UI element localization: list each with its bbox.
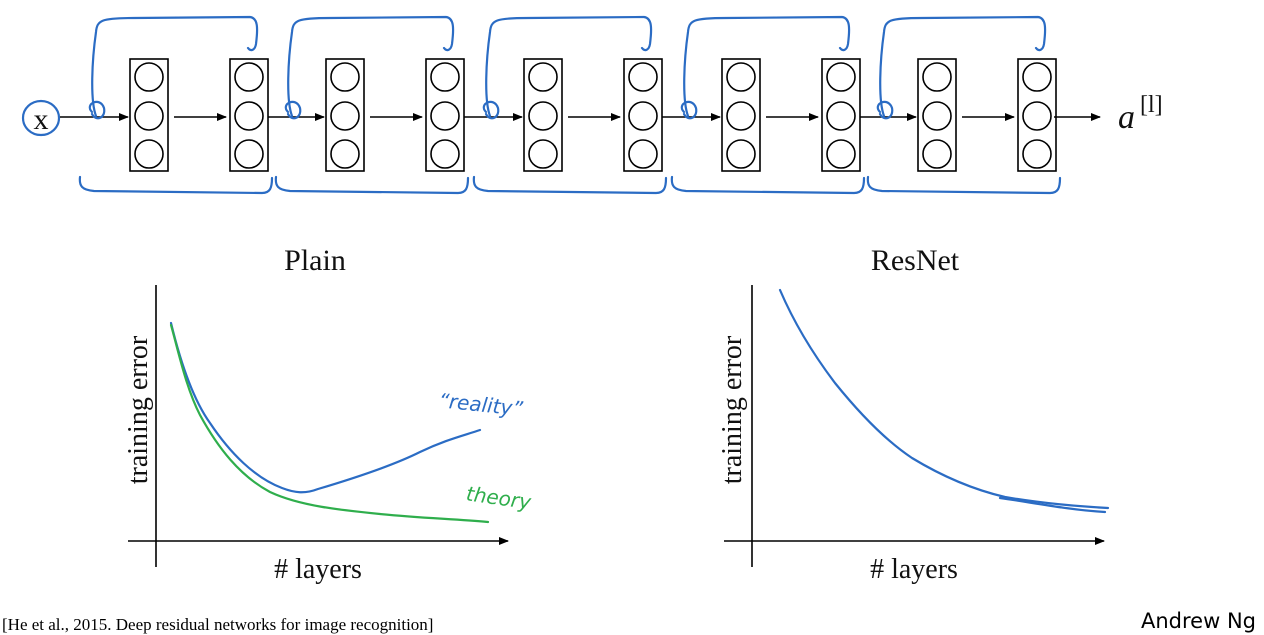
block-4-layer-a-neuron-3 <box>726 139 756 169</box>
block-bracket-1 <box>78 175 274 195</box>
block-4-layer-b-neuron-1 <box>826 62 856 92</box>
resnet-plot-title: ResNet <box>871 244 960 277</box>
block-5-layer-a-neuron-2 <box>922 101 952 131</box>
block-5-layer-b-neuron-3 <box>1022 139 1052 169</box>
resnet-x-label: # layers <box>870 554 958 585</box>
block-5-layer-a-box <box>917 58 957 172</box>
skip-connection-4 <box>683 15 851 118</box>
block-3-layer-a-neuron-3 <box>528 139 558 169</box>
block-bracket-2 <box>274 175 470 195</box>
output-label: a <box>1118 99 1135 136</box>
block-1-layer-a-box <box>129 58 169 172</box>
block-2-layer-a-neuron-3 <box>330 139 360 169</box>
skip-origin-mark-5 <box>876 100 894 120</box>
block-5-layer-b-box <box>1017 58 1057 172</box>
theory-curve <box>169 323 490 524</box>
skip-connection-1 <box>91 15 259 118</box>
block-1-layer-b-neuron-2 <box>234 101 264 131</box>
plain-x-label: # layers <box>274 554 362 585</box>
input-node: x <box>21 99 61 137</box>
block-2-layer-b-box <box>425 58 465 172</box>
block-1-layer-b-box <box>229 58 269 172</box>
block-2-layer-b-neuron-1 <box>430 62 460 92</box>
block-1-layer-b-neuron-1 <box>234 62 264 92</box>
plain-y-label: training error <box>123 335 154 484</box>
output-superscript: [l] <box>1140 92 1163 118</box>
block-4-layer-b-neuron-2 <box>826 101 856 131</box>
plain-plot-title: Plain <box>284 244 346 277</box>
output-node: a [l] <box>1054 92 1163 136</box>
skip-origin-mark-1 <box>88 100 106 120</box>
block-3-layer-b-neuron-3 <box>628 139 658 169</box>
block-3-layer-a-neuron-1 <box>528 62 558 92</box>
plain-plot: Plain training error # layers “reality” … <box>123 244 534 585</box>
block-bracket-3 <box>472 175 668 195</box>
block-3-layer-b-neuron-1 <box>628 62 658 92</box>
block-4-layer-a-neuron-1 <box>726 62 756 92</box>
block-1-layer-b-neuron-3 <box>234 139 264 169</box>
block-3-layer-a-box <box>523 58 563 172</box>
block-3-layer-b-box <box>623 58 663 172</box>
block-3-layer-a-neuron-2 <box>528 101 558 131</box>
skip-origin-mark-4 <box>680 100 698 120</box>
block-5-layer-b-neuron-2 <box>1022 101 1052 131</box>
block-1-layer-a-neuron-1 <box>134 62 164 92</box>
block-2-layer-b-neuron-2 <box>430 101 460 131</box>
block-bracket-4 <box>670 175 866 195</box>
block-4-layer-a-neuron-2 <box>726 101 756 131</box>
resnet-plot: ResNet training error # layers <box>717 244 1110 585</box>
theory-annotation: theory <box>465 481 534 514</box>
block-5-layer-b-neuron-1 <box>1022 62 1052 92</box>
skip-connection-2 <box>287 15 455 118</box>
author-credit: Andrew Ng <box>1141 609 1256 633</box>
reality-curve <box>169 321 482 494</box>
skip-connection-3 <box>485 15 653 118</box>
residual-network-diagram: x a [l] <box>21 15 1163 195</box>
block-5-layer-a-neuron-3 <box>922 139 952 169</box>
input-label: x <box>34 103 49 136</box>
block-3-layer-b-neuron-2 <box>628 101 658 131</box>
block-2-layer-a-neuron-1 <box>330 62 360 92</box>
block-4-layer-b-neuron-3 <box>826 139 856 169</box>
block-5-layer-a-neuron-1 <box>922 62 952 92</box>
block-1-layer-a-neuron-2 <box>134 101 164 131</box>
citation: [He et al., 2015. Deep residual networks… <box>2 615 434 634</box>
skip-origin-mark-2 <box>284 100 302 120</box>
block-2-layer-a-neuron-2 <box>330 101 360 131</box>
resnet-y-label: training error <box>717 335 748 484</box>
residual-blocks <box>60 15 1062 195</box>
block-2-layer-b-neuron-3 <box>430 139 460 169</box>
block-bracket-5 <box>866 175 1062 195</box>
block-4-layer-a-box <box>721 58 761 172</box>
reality-annotation: “reality” <box>438 388 525 421</box>
block-1-layer-a-neuron-3 <box>134 139 164 169</box>
block-2-layer-a-box <box>325 58 365 172</box>
block-4-layer-b-box <box>821 58 861 172</box>
resnet-curve-overstroke <box>998 496 1107 514</box>
resnet-curve <box>778 288 1110 510</box>
skip-origin-mark-3 <box>482 100 500 120</box>
skip-connection-5 <box>879 15 1047 118</box>
